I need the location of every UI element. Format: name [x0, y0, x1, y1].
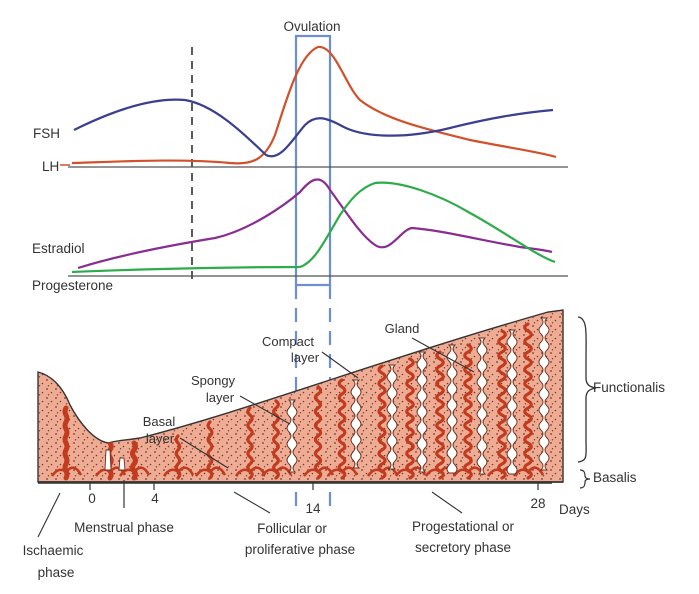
spongy-layer-label-2: layer	[206, 390, 235, 405]
spongy-layer-leader	[239, 395, 291, 425]
compact-layer-label-1: Compact	[262, 334, 314, 349]
endometrium-tissue	[37, 309, 564, 483]
progestational-phase-label-1: Progestational or	[412, 519, 515, 534]
fsh-label: FSH	[33, 126, 60, 141]
progestational-leader	[431, 491, 463, 514]
menstrual-phase-label: Menstrual phase	[74, 520, 174, 535]
ischaemic-leader	[37, 492, 61, 538]
fsh-curve	[73, 98, 554, 158]
basal-layer-leader	[179, 437, 229, 469]
tick-label-28: 28	[530, 496, 545, 511]
ischaemic-phase-label-1: Ischaemic	[23, 543, 84, 558]
estradiol-label: Estradiol	[32, 241, 85, 256]
endometrium-stipple	[38, 310, 563, 482]
basalis-label: Basalis	[593, 470, 637, 485]
tick-label-14: 14	[305, 501, 321, 516]
follicular-phase-label-1: Follicular or	[257, 521, 327, 536]
days-unit-label: Days	[559, 502, 590, 517]
basal-layer-label-1: Basal	[143, 414, 176, 429]
progestational-phase-label-2: secretory phase	[415, 540, 511, 555]
estradiol-curve	[77, 178, 553, 270]
ovulation-title: Ovulation	[283, 19, 340, 34]
gland-label: Gland	[385, 321, 420, 336]
basalis-brace	[579, 469, 591, 489]
functionalis-label: Functionalis	[593, 380, 665, 395]
gland-leader	[411, 337, 475, 373]
tick-label-4: 4	[151, 491, 159, 506]
tick-label-0: 0	[88, 491, 96, 506]
compact-layer-label-2: layer	[291, 350, 320, 365]
progesterone-label: Progesterone	[32, 278, 113, 293]
functionalis-brace	[577, 316, 597, 463]
endometrial-glands	[50, 317, 550, 481]
compact-layer-leader	[321, 351, 359, 379]
follicular-leader	[233, 491, 271, 514]
lh-curve	[71, 45, 557, 165]
lh-label: LH	[42, 159, 59, 174]
follicular-phase-label-2: proliferative phase	[245, 542, 355, 557]
basal-layer-label-2: layer	[146, 431, 175, 446]
ovulation-box	[294, 34, 332, 287]
ischaemic-phase-label-2: phase	[38, 565, 75, 580]
spongy-layer-label-1: Spongy	[191, 373, 236, 388]
progesterone-curve	[71, 181, 556, 274]
